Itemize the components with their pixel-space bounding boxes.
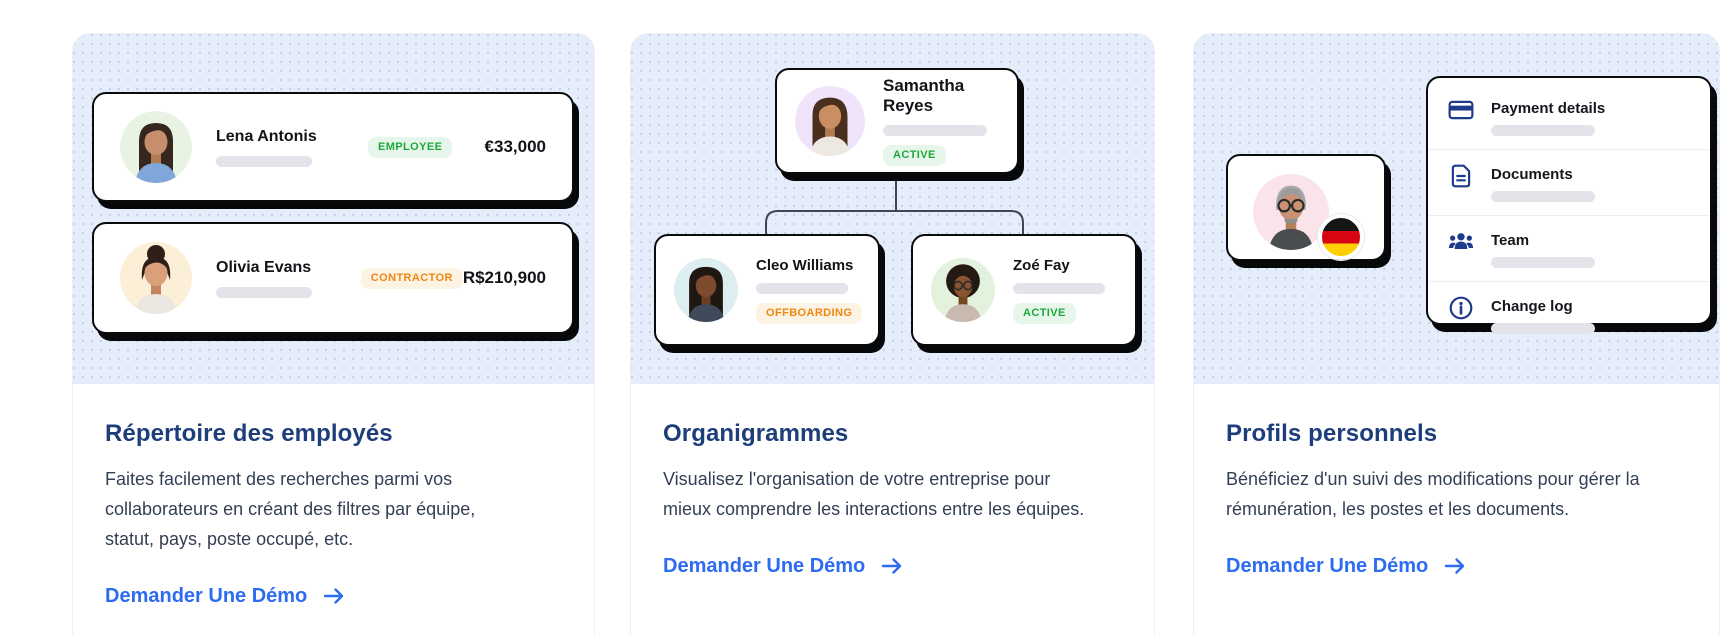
menu-item-documents: Documents <box>1428 149 1710 215</box>
request-demo-label: Demander Une Démo <box>663 554 866 577</box>
menu-item-content: Change log <box>1491 295 1595 334</box>
feature-card-body: Répertoire des employés Faites facilemen… <box>73 384 594 608</box>
feature-description: Faites facilement des recherches parmi v… <box>105 469 476 549</box>
menu-item-content: Documents <box>1491 163 1595 202</box>
feature-title: Profils personnels <box>1226 420 1438 447</box>
placeholder-bar <box>1491 323 1595 334</box>
employee-row-olivia: Olivia Evans CONTRACTOR R$210,900 <box>92 222 574 334</box>
placeholder-bar <box>1491 257 1595 268</box>
placeholder-bar <box>216 286 312 298</box>
employee-info: Lena Antonis <box>216 128 368 167</box>
team-icon <box>1448 229 1474 255</box>
status-badge: EMPLOYEE <box>368 136 453 158</box>
feature-card-body: Profils personnels Bénéficiez d'un suivi… <box>1194 384 1719 578</box>
menu-item-label: Documents <box>1491 166 1573 183</box>
placeholder-bar <box>883 125 987 136</box>
status-badge: OFFBOARDING <box>756 302 863 324</box>
org-card-samantha: Samantha Reyes ACTIVE <box>775 68 1019 174</box>
request-demo-link[interactable]: Demander Une Démo <box>1226 554 1467 578</box>
feature-description: Bénéficiez d'un suivi des modifications … <box>1226 469 1640 519</box>
menu-item-content: Payment details <box>1491 97 1605 136</box>
employee-salary: R$210,900 <box>462 268 546 287</box>
feature-card-employee-directory: Lena Antonis EMPLOYEE €33,000 <box>72 33 595 635</box>
org-chart-connector-lines <box>765 174 1024 234</box>
credit-card-icon <box>1448 97 1474 123</box>
menu-item-payment-details: Payment details <box>1428 84 1710 149</box>
feature-card-body: Organigrammes Visualisez l'organisation … <box>631 384 1154 578</box>
arrow-right-icon <box>321 584 346 608</box>
placeholder-bar <box>1013 282 1105 294</box>
org-card-cleo: Cleo Williams OFFBOARDING <box>654 234 880 346</box>
germany-flag-badge <box>1318 214 1364 260</box>
menu-item-content: Team <box>1491 229 1595 268</box>
arrow-right-icon <box>1442 554 1467 578</box>
request-demo-link[interactable]: Demander Une Démo <box>663 554 904 578</box>
avatar-zoe-fay <box>931 258 995 322</box>
employee-info: Samantha Reyes ACTIVE <box>883 76 999 166</box>
employee-info: Cleo Williams OFFBOARDING <box>756 256 863 324</box>
menu-item-team: Team <box>1428 215 1710 281</box>
menu-item-label: Team <box>1491 232 1530 249</box>
avatar-cleo-williams <box>674 258 738 322</box>
menu-item-label: Change log <box>1491 298 1573 315</box>
employee-name: Zoé Fay <box>1013 256 1070 274</box>
avatar-german-employee <box>1253 174 1329 250</box>
info-icon <box>1448 295 1474 321</box>
employee-info: Olivia Evans <box>216 259 361 298</box>
request-demo-link[interactable]: Demander Une Démo <box>105 584 346 608</box>
status-badge: ACTIVE <box>883 145 946 166</box>
employee-directory-illustration: Lena Antonis EMPLOYEE €33,000 <box>73 34 594 384</box>
feature-card-personal-profiles: Payment details Documents <box>1193 33 1720 635</box>
avatar-lena-antonis <box>120 111 192 183</box>
feature-title: Répertoire des employés <box>105 420 393 447</box>
feature-card-org-charts: Samantha Reyes ACTIVE <box>630 33 1155 635</box>
org-chart-illustration: Samantha Reyes ACTIVE <box>631 34 1154 384</box>
employee-info: Zoé Fay ACTIVE <box>1013 257 1105 324</box>
org-card-zoe: Zoé Fay ACTIVE <box>911 234 1137 346</box>
profile-menu-panel: Payment details Documents <box>1426 76 1712 334</box>
placeholder-bar <box>1491 191 1595 202</box>
request-demo-label: Demander Une Démo <box>105 584 308 607</box>
employee-name: Cleo Williams <box>756 256 854 274</box>
personal-profile-illustration: Payment details Documents <box>1194 34 1719 384</box>
avatar-samantha-reyes <box>795 86 865 156</box>
feature-title: Organigrammes <box>663 420 849 447</box>
request-demo-label: Demander Une Démo <box>1226 554 1429 577</box>
feature-description: Visualisez l'organisation de votre entre… <box>663 469 1085 519</box>
employee-name: Lena Antonis <box>216 127 317 145</box>
menu-item-change-log: Change log <box>1428 281 1710 347</box>
employee-name: Olivia Evans <box>216 258 312 276</box>
employee-salary: €33,000 <box>484 137 546 156</box>
placeholder-bar <box>216 155 312 167</box>
profile-photo-card <box>1226 154 1386 261</box>
employee-name: Samantha Reyes <box>883 76 965 115</box>
status-badge: ACTIVE <box>1013 302 1076 324</box>
avatar-olivia-evans <box>120 242 192 314</box>
employee-row-lena: Lena Antonis EMPLOYEE €33,000 <box>92 92 574 202</box>
placeholder-bar <box>756 282 848 294</box>
document-icon <box>1448 163 1474 189</box>
arrow-right-icon <box>879 554 904 578</box>
placeholder-bar <box>1491 125 1595 136</box>
status-badge: CONTRACTOR <box>360 267 463 289</box>
menu-item-label: Payment details <box>1491 100 1606 117</box>
